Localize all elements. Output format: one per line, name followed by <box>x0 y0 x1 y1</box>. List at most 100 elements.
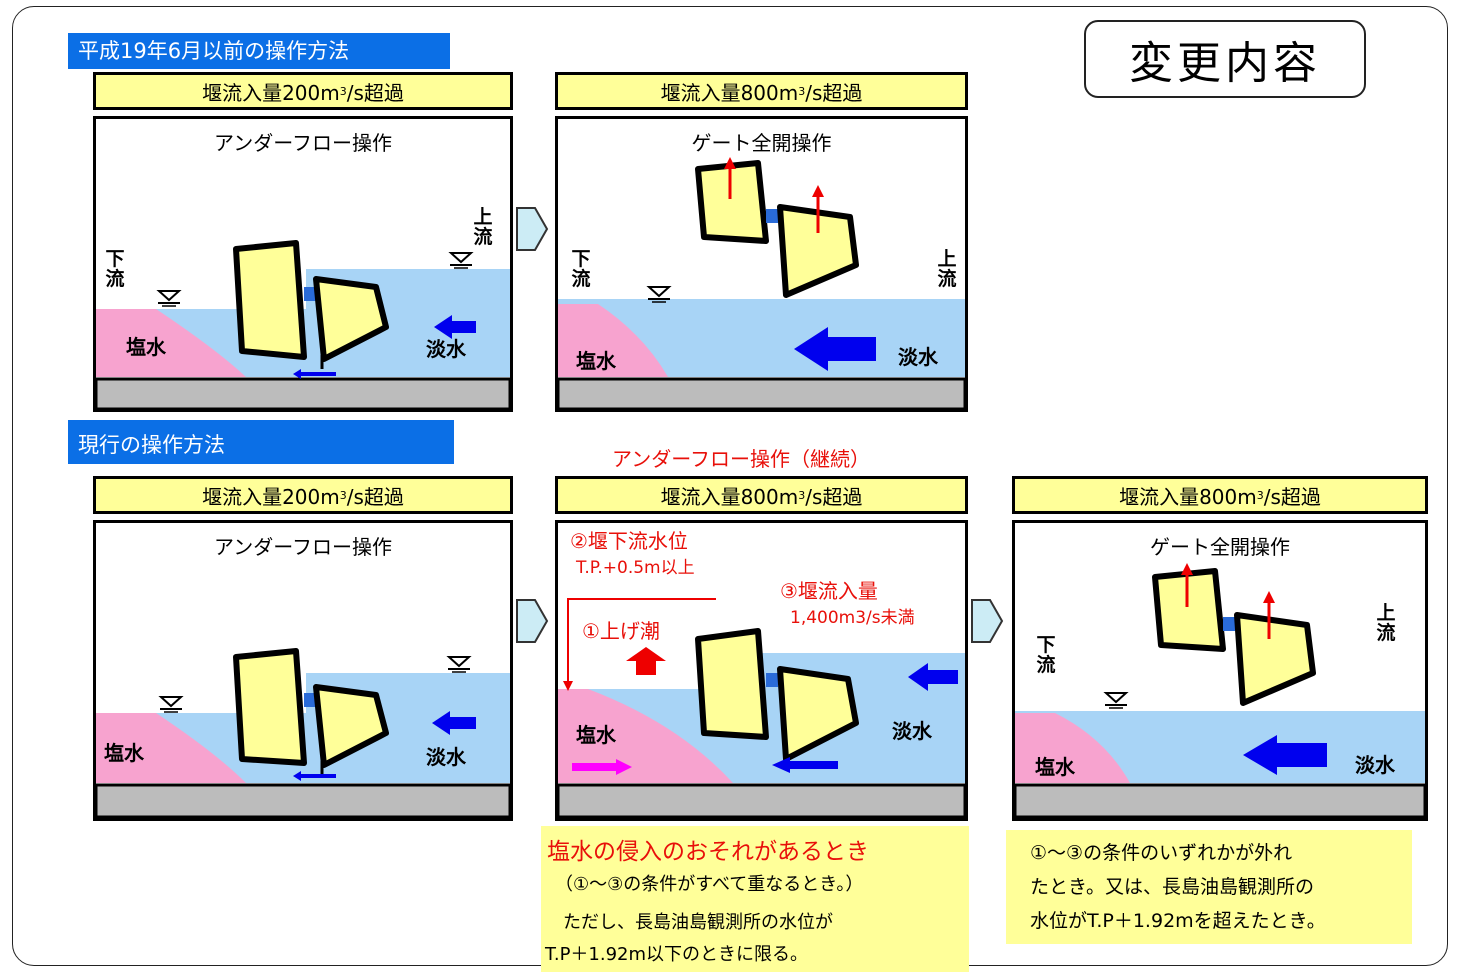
underflow-arrow <box>772 757 838 773</box>
gate-left <box>233 648 307 766</box>
section-label-before: 平成19年6月以前の操作方法 <box>68 33 450 69</box>
panel-body: アンダーフロー操作 塩水 淡水 <box>93 520 513 821</box>
gate-left <box>233 240 307 360</box>
chevron-right-icon <box>516 207 549 251</box>
gate-hinge <box>766 209 778 223</box>
fresh-water-label: 淡水 <box>898 345 938 369</box>
downstream-label: 下流 <box>1036 634 1056 676</box>
salt-water-label: 塩水 <box>576 349 616 373</box>
ground <box>96 783 510 818</box>
chevron-right-icon <box>971 599 1004 643</box>
diagram-scene <box>558 598 965 818</box>
gate-right <box>777 666 859 762</box>
upstream-label: 上流 <box>1376 602 1396 644</box>
condition-1-label: ①上げ潮 <box>582 619 660 643</box>
panel-body: ゲート全開操作 塩水 淡水 下流 上流 <box>1012 520 1428 821</box>
operation-label: ゲート全開操作 <box>691 131 832 155</box>
note-line: ①～③の条件のいずれかが外れ <box>1030 842 1293 864</box>
underflow-arrow <box>293 369 336 379</box>
continued-underflow-label: アンダーフロー操作（継続） <box>612 447 870 471</box>
salt-water <box>96 713 246 783</box>
lift-arrow <box>724 157 736 169</box>
operation-label: ゲート全開操作 <box>1150 535 1290 559</box>
salt-water <box>558 689 733 783</box>
gate-left <box>695 160 769 244</box>
change-title-box: 変更内容 <box>1084 20 1366 98</box>
gate-hinge <box>766 673 778 687</box>
downstream-label: 下流 <box>571 248 591 290</box>
rising-tide-arrow <box>626 647 666 675</box>
gate-hinge <box>304 693 316 707</box>
gate-hinge <box>304 287 316 301</box>
gate-right <box>777 204 859 298</box>
fresh-water-label: 淡水 <box>1355 753 1395 777</box>
fresh-flow-arrow <box>794 327 876 371</box>
upstream-label: 上流 <box>937 248 957 290</box>
gate-hinge <box>1223 617 1235 631</box>
ground <box>96 377 510 409</box>
water-level-icon <box>1103 692 1129 709</box>
salt-water-label: 塩水 <box>1035 755 1075 779</box>
underflow-arrow <box>293 771 336 781</box>
condition-2-label: ②堰下流水位 <box>570 529 688 553</box>
lift-arrow <box>1263 591 1275 603</box>
salt-water <box>96 309 246 377</box>
diagram-scene <box>1015 563 1425 818</box>
salt-water-label: 塩水 <box>126 335 166 359</box>
gate-right <box>313 684 389 768</box>
gate-left <box>1152 568 1226 652</box>
note-line: 水位がT.P＋1.92mを超えたとき。 <box>1030 910 1326 932</box>
panel-body: アンダーフロー操作 塩水 淡水 下流 上流 <box>93 116 513 412</box>
gate-left <box>695 628 769 740</box>
upstream-label: 上流 <box>473 206 493 248</box>
ground <box>558 783 965 818</box>
salt-water <box>558 304 668 377</box>
fresh-flow-arrow <box>432 711 476 735</box>
water-level-icon <box>156 290 182 307</box>
water-level-icon <box>646 286 672 303</box>
fresh-flow-arrow <box>1243 735 1327 775</box>
lift-arrow <box>1181 563 1193 575</box>
note-line: たとき。又は、長島油島観測所の <box>1030 876 1315 898</box>
condition-3-value: 1,400m3/s未満 <box>790 608 915 628</box>
fresh-flow-arrow <box>434 315 476 339</box>
panel-body: ゲート全開操作 塩水 淡水 下流 上流 <box>555 116 968 412</box>
chevron-right-icon <box>516 599 549 643</box>
note-salt-intrusion: 塩水の侵入のおそれがあるとき （①～③の条件がすべて重なるとき。） ただし、長島… <box>541 826 969 972</box>
diagram-scene <box>558 157 965 409</box>
salt-water <box>1015 713 1130 783</box>
diagram-scene <box>96 648 510 818</box>
ground <box>558 377 965 409</box>
note-headline: 塩水の侵入のおそれがあるとき <box>547 839 869 865</box>
note-line: （①～③の条件がすべて重なるとき。） <box>555 874 864 895</box>
lift-arrow <box>812 185 824 197</box>
diagram-scene <box>96 240 510 409</box>
condition-2-value: T.P.+0.5m以上 <box>576 558 695 578</box>
gate-right <box>1234 612 1316 706</box>
section-label-current: 現行の操作方法 <box>68 420 454 464</box>
salt-water-label: 塩水 <box>576 723 616 747</box>
water-level-icon <box>446 656 472 673</box>
fresh-water-label: 淡水 <box>426 745 466 769</box>
note-release-condition: ①～③の条件のいずれかが外れ たとき。又は、長島油島観測所の 水位がT.P＋1.… <box>1006 830 1412 944</box>
downstream-label: 下流 <box>105 248 125 290</box>
fresh-water-label: 淡水 <box>892 719 932 743</box>
operation-label: アンダーフロー操作 <box>214 535 392 559</box>
condition-3-label: ③堰流入量 <box>780 579 878 603</box>
salt-water-label: 塩水 <box>104 741 144 765</box>
fresh-water-label: 淡水 <box>426 337 466 361</box>
water-level-icon <box>158 696 184 713</box>
salt-intrusion-arrow <box>572 759 632 775</box>
water-level-icon <box>448 252 474 269</box>
fresh-flow-arrow <box>908 663 958 691</box>
